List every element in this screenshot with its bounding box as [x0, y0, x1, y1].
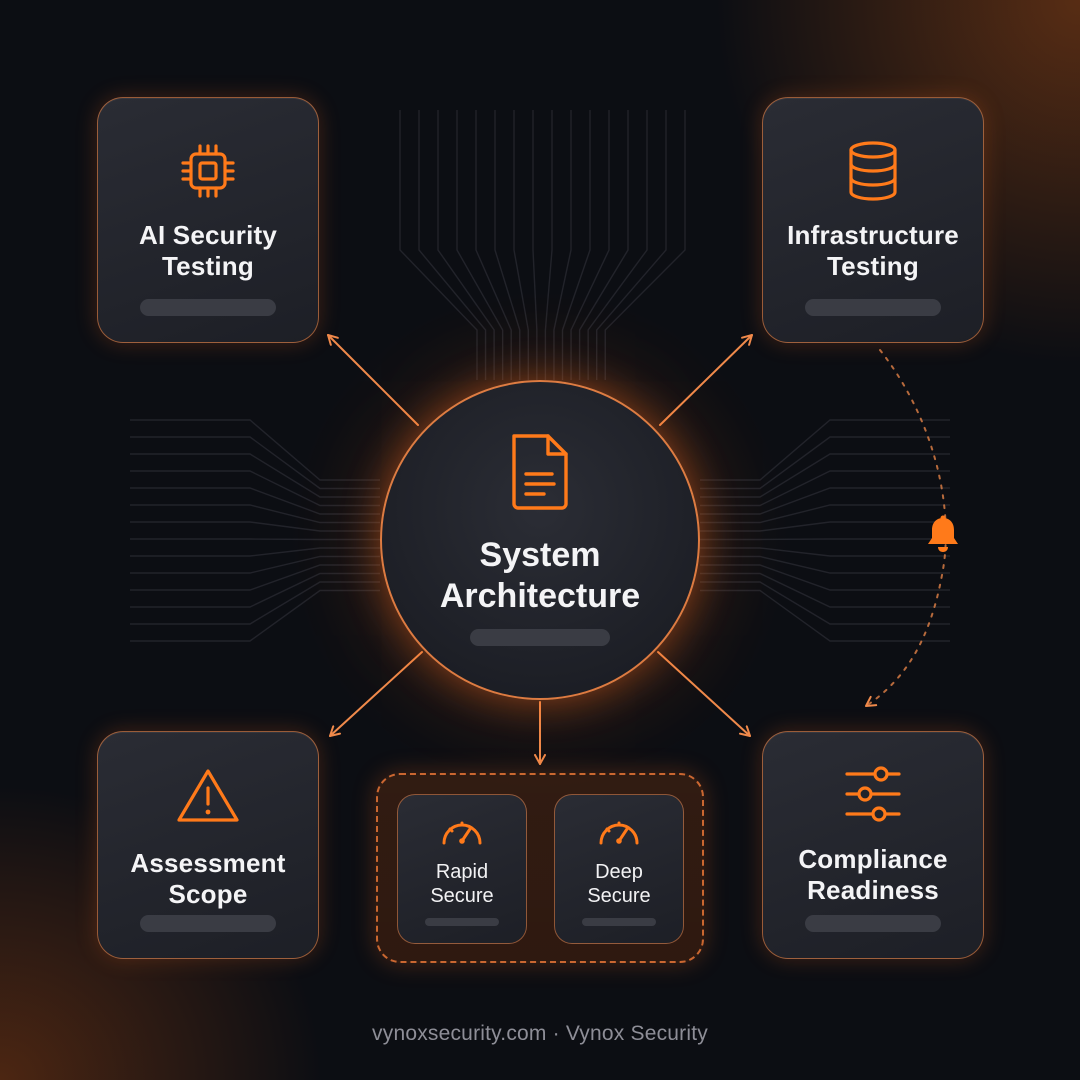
chip-icon: [175, 138, 241, 204]
database-icon: [840, 138, 906, 204]
circuit-trace: [130, 504, 380, 524]
speedometer-icon: [440, 815, 484, 852]
circuit-trace: [130, 581, 380, 625]
bell-icon[interactable]: [924, 514, 962, 554]
card-title: Assessment Scope: [130, 848, 286, 909]
circuit-traces: [130, 110, 950, 642]
circuit-trace: [700, 589, 950, 642]
card-assessment-scope[interactable]: Assessment Scope: [97, 731, 319, 959]
circuit-trace: [700, 487, 950, 515]
circuit-trace: [596, 110, 667, 380]
circuit-trace: [130, 521, 380, 532]
card-title: AI Security Testing: [138, 220, 278, 281]
placeholder-bar: [805, 915, 941, 932]
circuit-trace: [700, 555, 950, 574]
tier-card-rapid-secure[interactable]: Rapid Secure: [397, 794, 527, 944]
placeholder-bar: [140, 915, 276, 932]
connector-arrow: [657, 651, 751, 737]
circuit-trace: [475, 110, 512, 380]
connector-arrow: [327, 334, 419, 426]
circuit-trace: [700, 547, 950, 557]
circuit-trace: [700, 470, 950, 507]
sliders-icon: [843, 758, 903, 824]
circuit-trace: [700, 572, 950, 608]
placeholder-bar: [140, 299, 276, 316]
center-title: System Architecture: [439, 536, 641, 615]
tier-title: Deep Secure: [587, 861, 651, 907]
circuit-trace: [130, 453, 380, 498]
circuit-trace: [553, 110, 572, 380]
circuit-trace: [494, 110, 521, 380]
speedometer-icon: [597, 815, 641, 852]
circuit-trace: [700, 538, 950, 541]
circuit-trace: [513, 110, 529, 380]
circuit-trace: [130, 572, 380, 608]
circuit-trace: [578, 110, 629, 380]
placeholder-bar: [470, 629, 610, 646]
circuit-trace: [587, 110, 648, 380]
circuit-trace: [130, 419, 380, 481]
card-title: Compliance Readiness: [798, 844, 948, 905]
warning-icon: [175, 760, 241, 826]
dashed-flow-connector: [865, 349, 947, 707]
circuit-trace: [437, 110, 495, 380]
circuit-trace: [561, 110, 591, 380]
circuit-trace: [700, 564, 950, 591]
center-node-system-architecture[interactable]: System Architecture: [380, 380, 700, 700]
tier-card-deep-secure[interactable]: Deep Secure: [554, 794, 684, 944]
card-title: Infrastructure Testing: [787, 220, 959, 281]
circuit-trace: [700, 504, 950, 524]
placeholder-bar: [805, 299, 941, 316]
card-infrastructure-testing[interactable]: Infrastructure Testing: [762, 97, 984, 343]
document-icon: [508, 430, 572, 517]
connector-arrow: [659, 334, 753, 426]
tier-title: Rapid Secure: [430, 861, 494, 907]
circuit-trace: [130, 470, 380, 507]
tier-options-group: Rapid Secure Deep Secure: [376, 773, 704, 963]
placeholder-bar: [425, 918, 499, 926]
circuit-trace: [700, 436, 950, 490]
connector-arrows: [327, 334, 753, 765]
circuit-trace: [130, 538, 380, 541]
circuit-trace: [700, 581, 950, 625]
circuit-trace: [130, 547, 380, 557]
circuit-trace: [700, 419, 950, 481]
circuit-trace: [570, 110, 610, 380]
circuit-trace: [399, 110, 478, 380]
circuit-trace: [130, 436, 380, 490]
circuit-trace: [418, 110, 487, 380]
circuit-trace: [700, 521, 950, 532]
circuit-trace: [532, 110, 538, 380]
card-ai-security-testing[interactable]: AI Security Testing: [97, 97, 319, 343]
circuit-trace: [130, 564, 380, 591]
placeholder-bar: [582, 918, 656, 926]
footer-credit: vynoxsecurity.com · Vynox Security: [372, 1022, 708, 1045]
circuit-trace: [130, 487, 380, 515]
circuit-trace: [544, 110, 553, 380]
circuit-trace: [130, 555, 380, 574]
connector-arrow: [329, 651, 423, 737]
circuit-trace: [130, 589, 380, 642]
circuit-trace: [456, 110, 504, 380]
card-compliance-readiness[interactable]: Compliance Readiness: [762, 731, 984, 959]
circuit-trace: [700, 453, 950, 498]
circuit-trace: [604, 110, 686, 380]
